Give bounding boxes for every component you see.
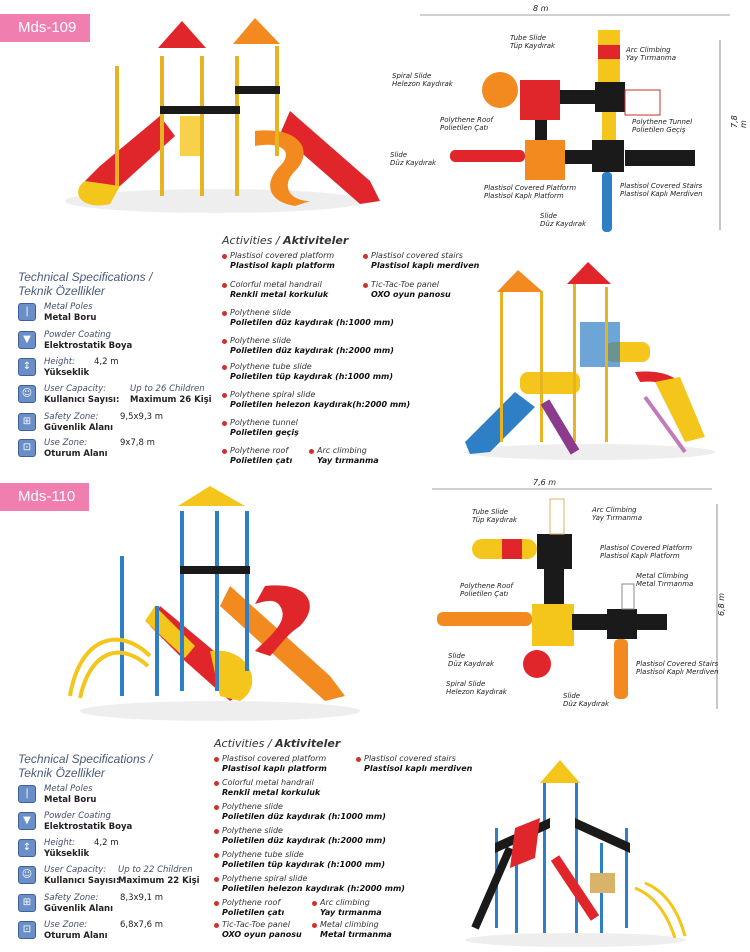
spec-safety-zone-value: 9,5x9,3 m	[120, 412, 164, 422]
spec-user-capacity: ☺User Capacity:Kullanıcı Sayısı:	[18, 384, 119, 406]
spec-use-zone-value: 6,8x7,6 m	[120, 920, 164, 930]
height-icon: ↕	[18, 358, 36, 376]
safety-zone-icon: ⊞	[18, 894, 36, 912]
activities-title: Activities / Aktiviteler	[222, 234, 349, 247]
use-zone-icon: ⊡	[18, 921, 36, 939]
playground-3d-illustration-alt	[465, 760, 687, 947]
spec-use-zone: ⊡Use Zone:Oturum Alanı	[18, 438, 108, 460]
playground-plan-diagram	[432, 488, 718, 709]
spec-safety-zone: ⊞Safety Zone:Güvenlik Alanı	[18, 893, 113, 915]
spec-height-value: 4,2 m	[94, 357, 119, 367]
plan-width: 7,6 m	[533, 478, 557, 487]
powder-coating-icon: ▼	[18, 812, 36, 830]
spec-height: ↕Height:Yükseklik	[18, 357, 89, 379]
playground-3d-illustration	[65, 18, 380, 213]
playground-plan-diagram	[420, 14, 730, 232]
model-tag: Mds-109	[0, 14, 91, 42]
spec-height-value: 4,2 m	[94, 838, 119, 848]
spec-use-zone-value: 9x7,8 m	[120, 438, 155, 448]
spec-safety-zone-value: 8,3x9,1 m	[120, 893, 164, 903]
height-icon: ↕	[18, 839, 36, 857]
use-zone-icon: ⊡	[18, 439, 36, 457]
spec-use-zone: ⊡Use Zone:Oturum Alanı	[18, 920, 108, 942]
plan-width: 8 m	[533, 4, 549, 13]
spec-user-capacity: ☺User Capacity:Kullanıcı Sayısı:	[18, 865, 119, 887]
activities-title: Activities / Aktiviteler	[214, 737, 341, 750]
metal-pole-icon: |	[18, 303, 36, 321]
spec-height: ↕Height:Yükseklik	[18, 838, 89, 860]
specs-title: Technical Specifications /Teknik Özellik…	[18, 752, 153, 780]
specs-title: Technical Specifications /Teknik Özellik…	[18, 270, 153, 298]
playground-3d-illustration	[68, 486, 360, 721]
plan-depth: 7,8 m	[730, 115, 748, 128]
model-tag: Mds-110	[0, 483, 90, 511]
plan-depth: 6,8 m	[717, 592, 727, 617]
users-icon: ☺	[18, 866, 36, 884]
spec-safety-zone: ⊞Safety Zone:Güvenlik Alanı	[18, 412, 113, 434]
powder-coating-icon: ▼	[18, 331, 36, 349]
safety-zone-icon: ⊞	[18, 413, 36, 431]
playground-3d-illustration-alt	[465, 262, 715, 460]
metal-pole-icon: |	[18, 785, 36, 803]
users-icon: ☺	[18, 385, 36, 403]
